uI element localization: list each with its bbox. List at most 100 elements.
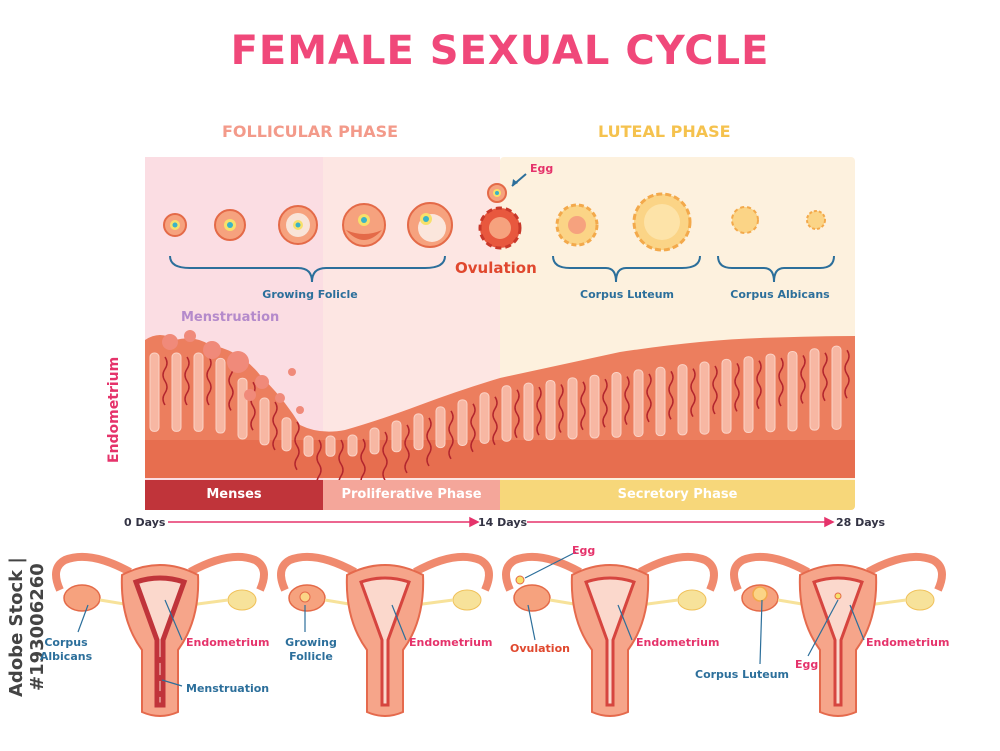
gland: [391, 420, 402, 453]
spiral-artery: [272, 401, 278, 451]
brace-corpus-albicans: [717, 255, 835, 283]
brace-growing-follicle: [169, 255, 446, 283]
gland: [303, 435, 314, 457]
u2-endometrium-label: Endometrium: [409, 636, 493, 649]
u1-corpus-label: Corpus: [44, 636, 88, 649]
day-14-label: 14 Days: [478, 516, 528, 529]
uterus-3: [502, 552, 718, 717]
spiral-artery: [426, 417, 432, 467]
secretory-band: Secretory Phase: [500, 480, 855, 510]
u3-ovulation-label: Ovulation: [510, 642, 570, 655]
spiral-artery: [184, 356, 190, 406]
follicle-3: [278, 205, 318, 245]
timeline-arrows: [168, 516, 835, 528]
gland: [281, 417, 292, 452]
luteal-phase-title: LUTEAL PHASE: [598, 122, 731, 141]
gland: [567, 377, 578, 440]
spiral-artery: [668, 370, 674, 420]
egg-label: Egg: [530, 162, 554, 175]
u2-growing-label: Growing: [285, 636, 337, 649]
endometrial-glands: [149, 345, 850, 489]
u2-follicle-label: Follicle: [289, 650, 333, 663]
spiral-artery: [250, 381, 256, 431]
spiral-artery: [492, 396, 498, 446]
follicle-1: [163, 213, 187, 237]
spiral-artery: [734, 362, 740, 412]
ovulating-follicle: [478, 173, 527, 250]
u1-endometrium-label: Endometrium: [186, 636, 270, 649]
spiral-artery: [624, 376, 630, 425]
spiral-artery: [536, 386, 542, 436]
uterus-1: [52, 552, 268, 717]
follicular-phase-title: FOLLICULAR PHASE: [222, 122, 399, 141]
pointer-lines: [77, 551, 865, 687]
gland: [545, 379, 556, 441]
spiral-artery: [712, 365, 718, 415]
spiral-artery: [338, 439, 344, 489]
gland: [171, 352, 182, 432]
spiral-artery: [470, 403, 476, 453]
gland: [215, 357, 226, 434]
gland: [347, 434, 358, 457]
uterus-4: [730, 552, 946, 717]
corpus-albicans-1: [731, 206, 759, 234]
growing-follicle-label: Growing Folicle: [262, 288, 358, 301]
menstruation-droplets: [162, 330, 304, 414]
spiral-artery: [448, 410, 454, 460]
u3-egg-label: Egg: [572, 544, 596, 557]
spiral-artery: [294, 421, 300, 471]
gland: [457, 399, 468, 446]
gland: [699, 361, 710, 435]
u4-corpus-luteum-label: Corpus Luteum: [695, 668, 789, 681]
gland: [501, 385, 512, 442]
gland: [809, 348, 820, 431]
corpus-luteum-label: Corpus Luteum: [580, 288, 674, 301]
spiral-artery: [206, 356, 212, 406]
spiral-artery: [822, 352, 828, 402]
corpus-luteum-1: [555, 203, 599, 247]
menses-band: Menses: [145, 480, 323, 510]
gland: [787, 350, 798, 432]
gland: [479, 392, 490, 444]
u4-egg-label: Egg: [795, 658, 819, 671]
uterus-2: [277, 552, 493, 717]
spiral-artery: [778, 357, 784, 407]
follicle-2: [214, 209, 246, 241]
u4-endometrium-label: Endometrium: [866, 636, 950, 649]
gland: [721, 358, 732, 434]
gland: [413, 413, 424, 451]
spiral-artery: [514, 389, 520, 439]
gland: [149, 352, 160, 432]
spiral-artery: [602, 378, 608, 428]
gland: [677, 364, 688, 436]
spiral-artery: [360, 438, 366, 488]
proliferative-band: Proliferative Phase: [323, 480, 500, 510]
spiral-artery: [646, 373, 652, 423]
endometrium-side-label: Endometrium: [106, 356, 122, 464]
endometrium-base: [145, 440, 855, 478]
spiral-artery: [800, 355, 806, 404]
uterus-row: [52, 551, 946, 717]
spiral-artery: [382, 431, 388, 481]
stock-id: Adobe Stock | #193006260: [6, 557, 48, 697]
follicle-4: [342, 203, 386, 247]
spiral-artery: [690, 368, 696, 418]
corpus-luteum-2: [632, 192, 692, 252]
corpus-albicans-label: Corpus Albicans: [730, 288, 830, 301]
day-28-label: 28 Days: [836, 516, 886, 529]
u3-endometrium-label: Endometrium: [636, 636, 720, 649]
gland: [237, 377, 248, 440]
day-0-label: 0 Days: [124, 516, 166, 529]
gland: [369, 427, 380, 455]
ovulation-label: Ovulation: [455, 259, 537, 277]
spiral-artery: [162, 356, 168, 406]
gland: [435, 406, 446, 449]
spiral-artery: [558, 384, 564, 433]
gland: [523, 382, 534, 441]
gland: [655, 366, 666, 437]
u1-menstruation-label: Menstruation: [186, 682, 270, 695]
menstruation-label: Menstruation: [181, 310, 280, 325]
page-title: FEMALE SEXUAL CYCLE: [230, 28, 770, 74]
spiral-artery: [756, 360, 762, 410]
